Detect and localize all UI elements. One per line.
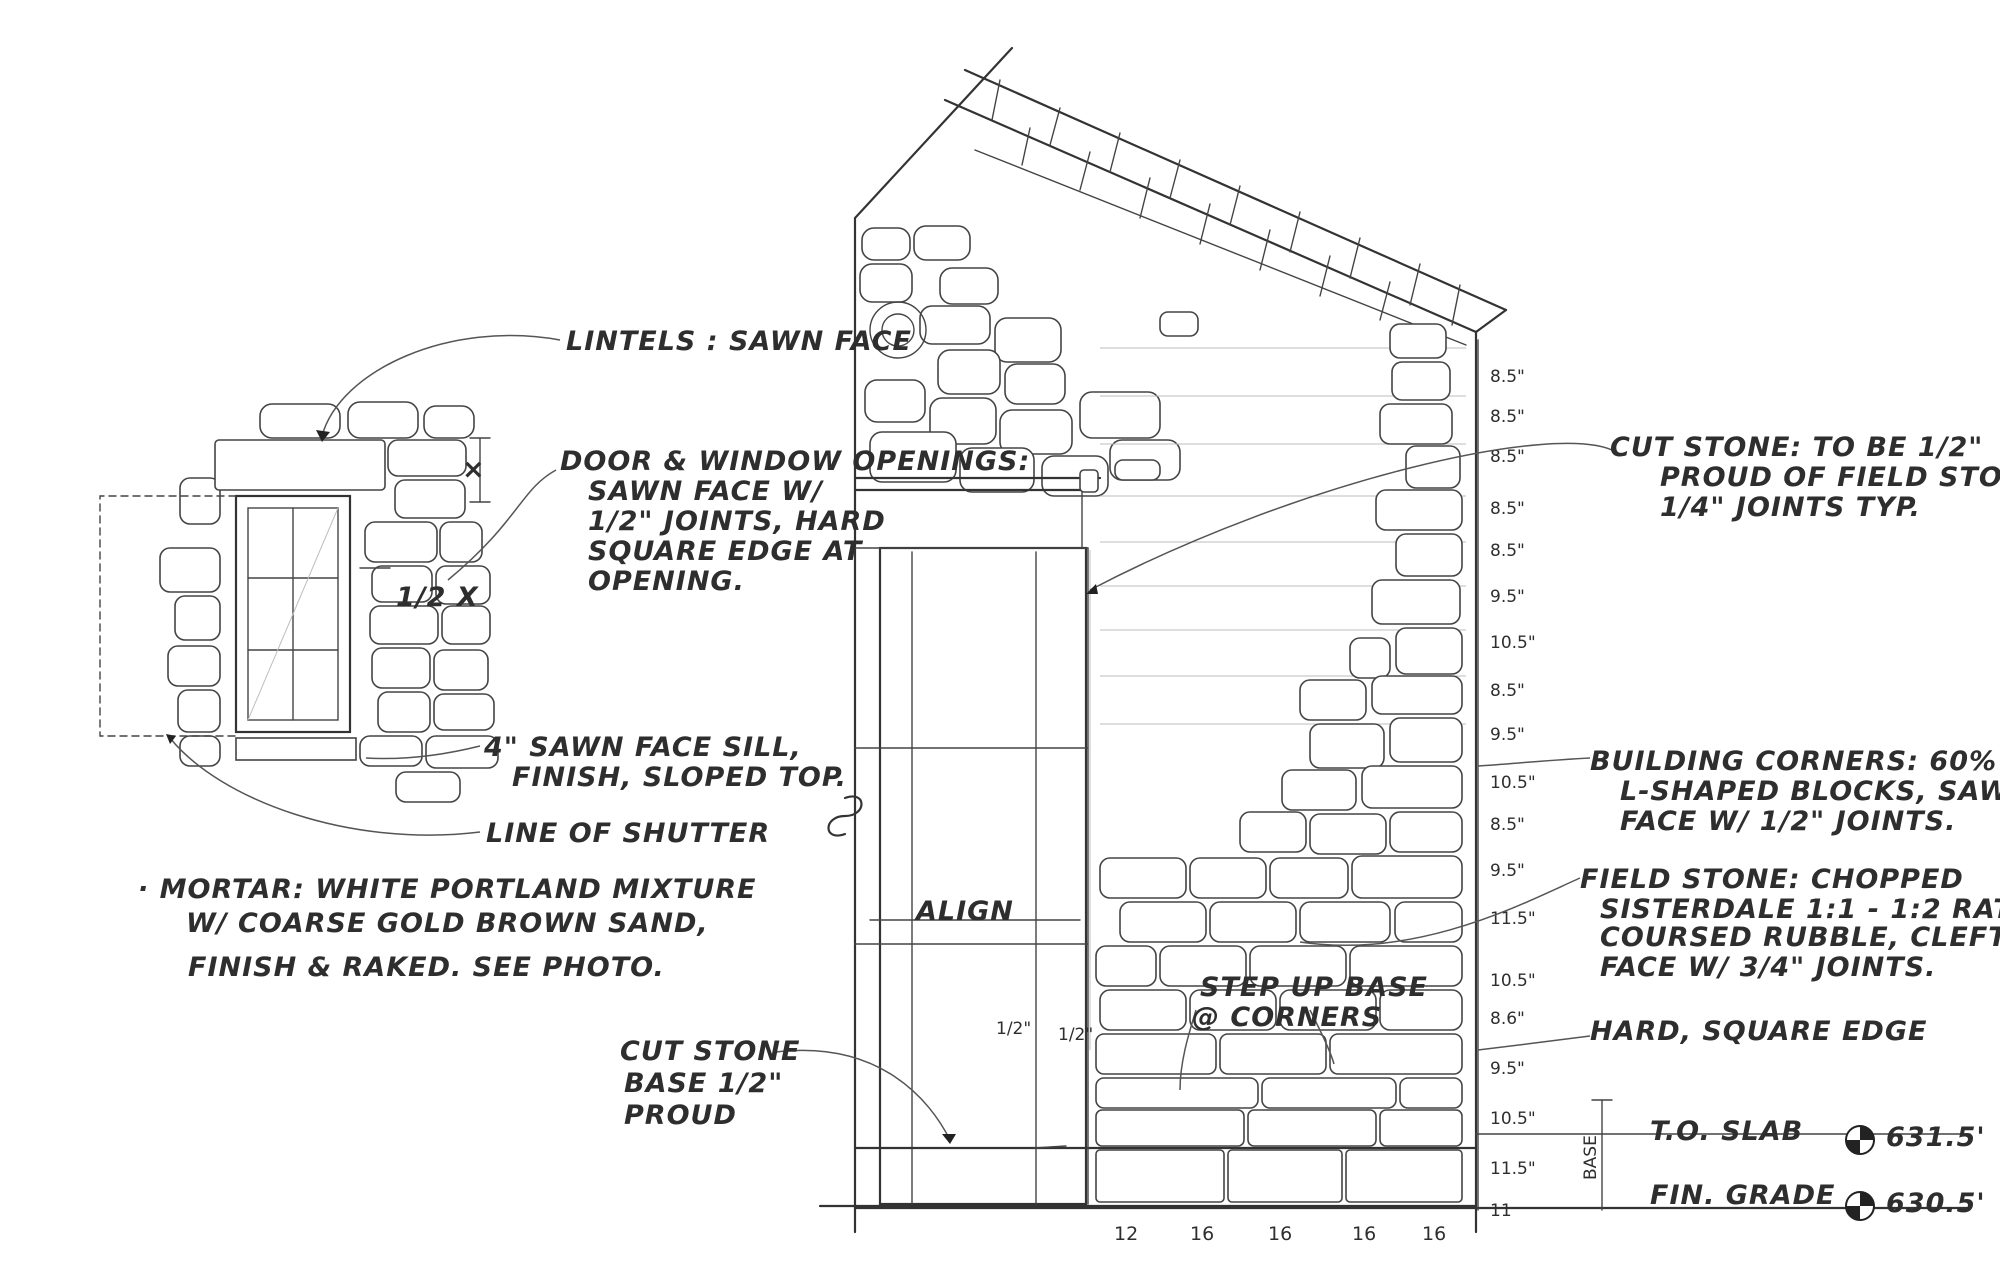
elevation-value-grade: 630.5'	[1886, 1188, 1986, 1219]
lintel	[214, 439, 386, 491]
course-height: 9.5"	[1490, 1059, 1525, 1079]
course-height: 8.5"	[1490, 499, 1525, 519]
course-height: 8.5"	[1490, 541, 1525, 561]
openings-note-2: SAWN FACE W/	[588, 476, 824, 507]
cut-base-note-2: BASE 1/2"	[624, 1068, 783, 1099]
corners-note-3: FACE W/ 1/2" JOINTS.	[1620, 806, 1956, 837]
mortar-note-1: · MORTAR: WHITE PORTLAND MIXTURE	[138, 874, 757, 905]
gable-field-stones	[859, 225, 1199, 497]
course-height: 9.5"	[1490, 725, 1525, 745]
course-height: 8.6"	[1490, 1009, 1525, 1029]
elevation-value-slab: 631.5'	[1886, 1122, 1986, 1153]
half-inch-b: 1/2"	[1058, 1025, 1093, 1045]
step-up-note-2: @ CORNERS	[1192, 1002, 1382, 1033]
step-up-note-1: STEP UP BASE	[1200, 972, 1428, 1003]
hard-edge-note: HARD, SQUARE EDGE	[1590, 1016, 1927, 1047]
course-height: 11.5"	[1490, 909, 1536, 929]
bottom-dim: 12	[1114, 1223, 1138, 1245]
cut-stone-note-3: 1/4" JOINTS TYP.	[1660, 492, 1921, 523]
half-inch-a: 1/2"	[996, 1019, 1031, 1039]
roof	[853, 46, 1508, 1234]
corners-note-2: L-SHAPED BLOCKS, SAWN	[1620, 776, 2000, 807]
align-note: ALIGN	[914, 896, 1014, 927]
openings-note-5: OPENING.	[588, 566, 745, 597]
bottom-dim: 16	[1268, 1223, 1292, 1245]
annotations: LINTELS : SAWN FACE DOOR & WINDOW OPENIN…	[138, 326, 2000, 1180]
bottom-dim: 16	[1352, 1223, 1376, 1245]
main-elevation	[818, 46, 1972, 1234]
course-height: 8.5"	[1490, 407, 1525, 427]
door-opening	[818, 469, 1478, 1208]
svg-text:×: ×	[462, 454, 486, 485]
field-stone-wall	[1095, 323, 1463, 1203]
openings-note-4: SQUARE EDGE AT	[588, 536, 864, 567]
bottom-dim: 16	[1422, 1223, 1446, 1245]
bottom-dim: 16	[1190, 1223, 1214, 1245]
base-label: BASE	[1581, 1135, 1601, 1180]
course-height: 10.5"	[1490, 971, 1536, 991]
lintels-note: LINTELS : SAWN FACE	[566, 326, 912, 357]
cut-base-note-3: PROUD	[624, 1100, 737, 1131]
window-frame	[234, 494, 352, 734]
course-height: 8.5"	[1490, 367, 1525, 387]
course-height: 10.5"	[1490, 633, 1536, 653]
bottom-dimensions: 12 16 16 16 16	[1114, 1223, 1446, 1245]
elevation-markers: T.O. SLAB 631.5' FIN. GRADE 630.5'	[1650, 1116, 1986, 1221]
field-stone-note-1: FIELD STONE: CHOPPED	[1580, 864, 1964, 895]
mortar-note-3: FINISH & RAKED. SEE PHOTO.	[188, 952, 665, 983]
window-sill	[235, 737, 357, 761]
openings-note-3: 1/2" JOINTS, HARD	[588, 506, 886, 537]
shutter-note: LINE OF SHUTTER	[486, 818, 770, 849]
course-height: 9.5"	[1490, 587, 1525, 607]
field-stone-note-2: SISTERDALE 1:1 - 1:2 RATIO	[1600, 894, 2000, 925]
course-height: 9.5"	[1490, 861, 1525, 881]
sill-note-2: FINISH, SLOPED TOP.	[512, 762, 847, 793]
course-height: 8.5"	[1490, 447, 1525, 467]
cut-stone-note-2: PROUD OF FIELD STONE.	[1660, 462, 2000, 493]
course-height: 11.5"	[1490, 1159, 1536, 1179]
leader-lines	[166, 334, 1617, 1149]
sill-note-1: 4" SAWN FACE SILL,	[483, 732, 802, 763]
field-stone-note-3: COURSED RUBBLE, CLEFT	[1600, 922, 2000, 953]
elevation-label-grade: FIN. GRADE	[1650, 1180, 1835, 1211]
course-dimensions: 8.5" 8.5" 8.5" 8.5" 8.5" 9.5" 10.5" 8.5"…	[1477, 339, 1536, 1221]
field-stone-note-4: FACE W/ 3/4" JOINTS.	[1600, 952, 1936, 983]
cut-stone-note-1: CUT STONE: TO BE 1/2"	[1610, 432, 1983, 463]
elevation-label-slab: T.O. SLAB	[1650, 1116, 1803, 1147]
corners-note-1: BUILDING CORNERS: 60%	[1590, 746, 1997, 777]
course-height: 8.5"	[1490, 681, 1525, 701]
half-x-note: 1/2 X	[396, 582, 479, 613]
course-height: 11	[1490, 1201, 1512, 1221]
course-height: 8.5"	[1490, 815, 1525, 835]
cut-base-note-1: CUT STONE	[620, 1036, 800, 1067]
course-height: 10.5"	[1490, 773, 1536, 793]
course-height: 10.5"	[1490, 1109, 1536, 1129]
window-detail: ×	[99, 401, 499, 803]
mortar-note-2: W/ COARSE GOLD BROWN SAND,	[186, 908, 709, 939]
openings-note-1: DOOR & WINDOW OPENINGS:	[560, 446, 1030, 477]
